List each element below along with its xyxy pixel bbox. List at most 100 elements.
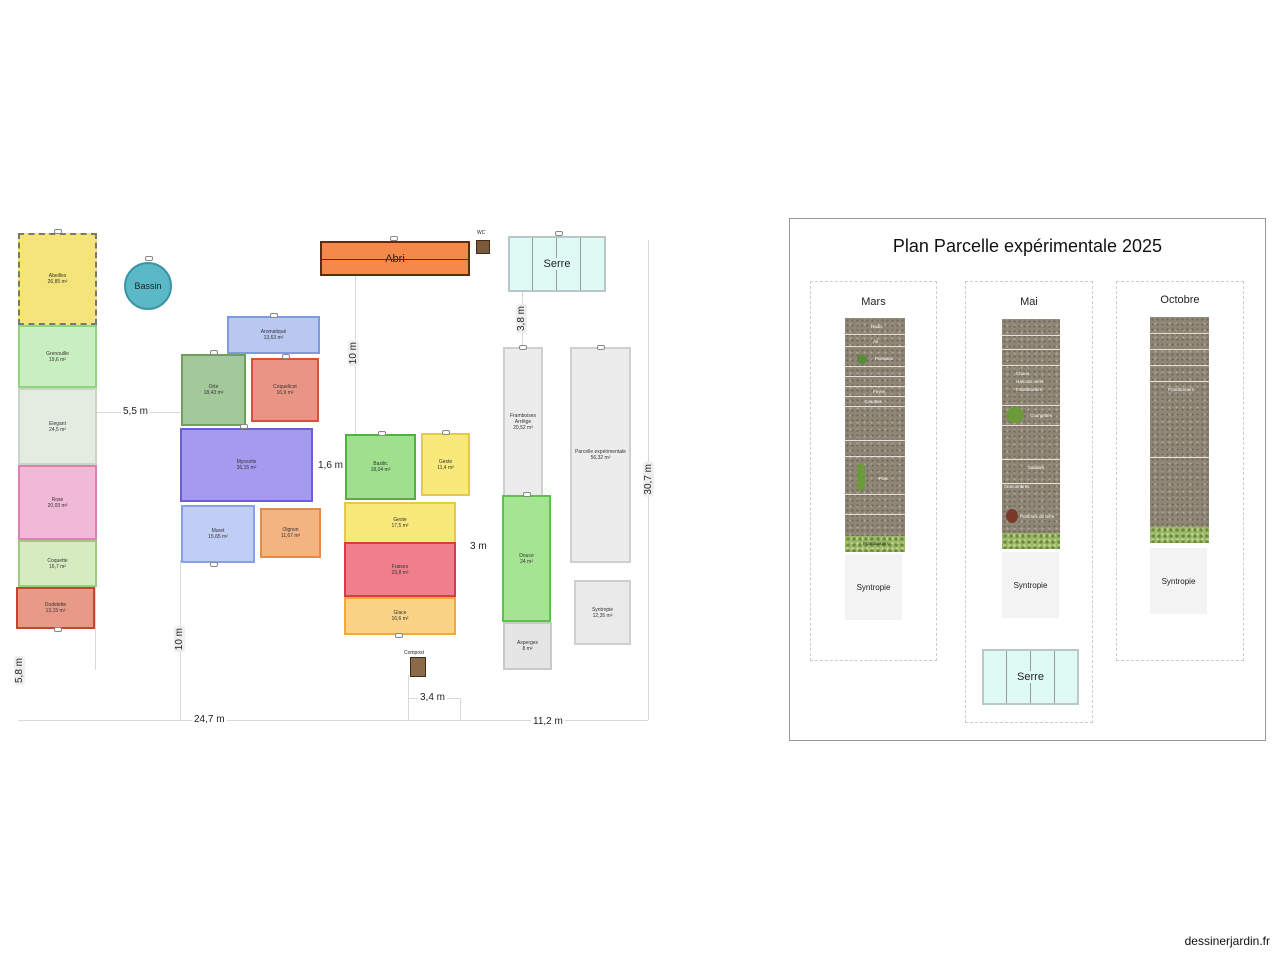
plant-label: Carottes (865, 399, 883, 404)
column-octobre: Octobre Framboisiers Syntropie (1116, 281, 1244, 661)
resize-handle[interactable] (519, 345, 527, 350)
bed-rose[interactable]: Rose 20,03 m² (18, 465, 97, 540)
column-mai: Mai Choux Haricots verts Framboisiers Co… (965, 281, 1093, 723)
bed-area: 20,03 m² (47, 502, 68, 509)
dimension-label: 11,2 m (531, 716, 565, 727)
bed-coquelicot[interactable]: Coquelicot 16,9 m² (251, 358, 319, 422)
resize-handle[interactable] (282, 354, 290, 359)
bed-dodelette[interactable]: Dodelette 13,15 m² (16, 587, 95, 629)
compost-icon[interactable] (410, 657, 426, 677)
resize-handle[interactable] (210, 562, 218, 567)
serre-panel (1006, 651, 1007, 703)
bed-coquette[interactable]: Coquette 16,7 m² (18, 540, 97, 587)
bed-name: Rose (51, 496, 64, 503)
row-divider (845, 386, 905, 387)
bed-fraises[interactable]: Fraises 23,8 m² (344, 542, 456, 597)
resize-handle[interactable] (395, 633, 403, 638)
dimension-label: 24,7 m (192, 714, 227, 725)
bed-name: Geste (393, 517, 407, 523)
bed-name: Elegant (49, 420, 66, 427)
framboisiers-band: Framboisiers (845, 536, 905, 552)
bed-area: 12,35 m² (592, 612, 613, 619)
bed-name: Dodelette (44, 602, 67, 608)
bed-name: Orte (208, 384, 219, 390)
bed-area: 16,7 m² (49, 563, 66, 570)
resize-handle[interactable] (54, 627, 62, 632)
plant-label: Courgettes (1030, 413, 1053, 418)
plant-label: Pommes de terre (1020, 514, 1055, 519)
bed-area: 18,04 m² (370, 467, 391, 473)
serre-greenhouse[interactable]: Serre (508, 236, 606, 292)
bed-name: Douce (519, 552, 534, 559)
bed-asperges[interactable]: Asperges 8 m² (503, 622, 552, 670)
guide-line (460, 698, 461, 720)
bed-aromatic[interactable]: Aromatiqué 13,63 m² (227, 316, 320, 354)
bed-syntropie[interactable]: Syntropie 12,35 m² (574, 580, 631, 645)
wc-icon[interactable] (476, 240, 490, 254)
syntropie-zone: Syntropie (1150, 548, 1207, 614)
dimension-label: 3 m (468, 541, 489, 552)
plant-label: Framboisiers (1168, 387, 1195, 392)
bed-area: 13,15 m² (45, 608, 66, 614)
syntropie-zone: Syntropie (845, 554, 902, 620)
row-divider (1002, 483, 1060, 484)
plant-label: Framboisiers (1016, 387, 1043, 392)
bed-grenouille[interactable]: Grenouille 19,6 m² (18, 325, 97, 388)
resize-handle[interactable] (442, 430, 450, 435)
bassin-pond[interactable]: Bassin (124, 262, 172, 310)
bed-area: 24 m² (520, 558, 533, 565)
resize-handle[interactable] (270, 313, 278, 318)
bed-name: Grenouille (46, 350, 69, 357)
bed-name: Asperges (516, 640, 539, 646)
month-label: Mai (1020, 296, 1038, 308)
bed-basilic[interactable]: Basilic 18,04 m² (345, 434, 416, 500)
compost-label: Compost (404, 650, 425, 656)
row-divider (845, 514, 905, 515)
row-divider (845, 346, 905, 347)
resize-handle[interactable] (240, 424, 248, 429)
syntropie-label: Syntropie (1161, 576, 1196, 586)
row-divider (845, 396, 905, 397)
framboisiers-band (1150, 527, 1209, 543)
bed-abeilles[interactable]: Abeilles 26,85 m² (18, 233, 97, 325)
serre-label: Serre (1015, 671, 1046, 683)
plant-label: Concombres (1004, 484, 1030, 489)
bed-myosotis[interactable]: Myosotis 36,15 m² (180, 428, 313, 502)
resize-handle[interactable] (523, 492, 531, 497)
resize-handle[interactable] (378, 431, 386, 436)
bed-gravel: Radis Ail Poireaux Fèves Carottes Pois (845, 318, 905, 536)
resize-handle[interactable] (390, 236, 398, 241)
row-divider (1002, 335, 1060, 336)
plant-label: Salades (1028, 465, 1045, 470)
bed-area: 17,5 m² (391, 523, 409, 529)
column-mars: Mars Radis Ail Poireaux Fèves Carottes P… (810, 281, 937, 661)
row-divider (845, 440, 905, 441)
resize-handle[interactable] (597, 345, 605, 350)
resize-handle[interactable] (145, 256, 153, 261)
bed-elegant[interactable]: Elegant 24,5 m² (18, 388, 97, 465)
serre-greenhouse-panel[interactable]: Serre (982, 649, 1079, 705)
row-divider (845, 494, 905, 495)
row-divider (1150, 333, 1209, 334)
bed-orte[interactable]: Orte 18,43 m² (181, 354, 246, 426)
bed-geste-small[interactable]: Geste 11,4 m² (421, 433, 470, 496)
wc-label: WC (477, 230, 486, 236)
bed-oignon[interactable]: Oignon 11,67 m² (260, 508, 321, 558)
bed-framboises[interactable]: Framboises Arrêtge 20,52 m² (503, 347, 543, 497)
resize-handle[interactable] (210, 350, 218, 355)
bed-glace[interactable]: Glace 16,6 m² (344, 597, 456, 635)
abri-shed[interactable]: Abri (320, 241, 470, 276)
dimension-label: 10 m (174, 626, 185, 653)
resize-handle[interactable] (555, 231, 563, 236)
row-divider (845, 406, 905, 407)
row-divider (1150, 457, 1209, 458)
bed-geste-large[interactable]: Geste 17,5 m² (344, 502, 456, 544)
bed-parcelle-experimentale[interactable]: Parcelle expérimentale 56,32 m² (570, 347, 631, 563)
watermark[interactable]: dessinerjardin.fr (1184, 934, 1270, 948)
bed-area: 19,6 m² (49, 356, 66, 363)
bed-douce[interactable]: Douce 24 m² (502, 495, 551, 622)
bed-muret[interactable]: Muret 15,65 m² (181, 505, 255, 563)
bed-name: Myosotis (236, 459, 257, 465)
resize-handle[interactable] (54, 229, 62, 234)
row-divider (845, 376, 905, 377)
